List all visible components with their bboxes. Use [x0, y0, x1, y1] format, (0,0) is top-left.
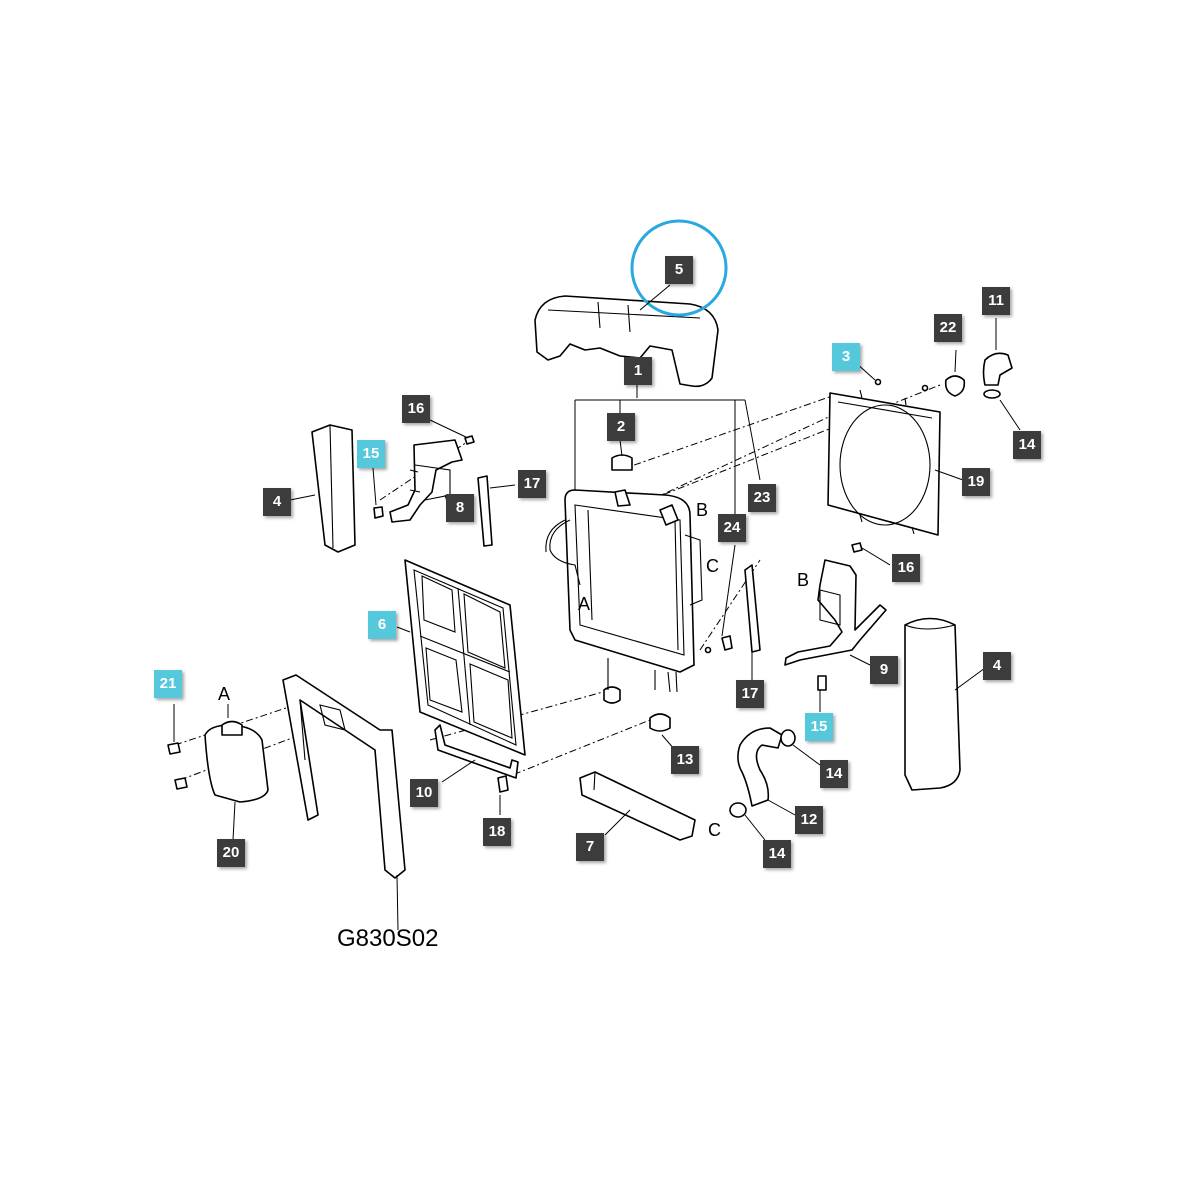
foam-strip	[579, 771, 696, 841]
mesh-screen	[404, 559, 526, 756]
clamp-14-hose-bottom	[729, 802, 747, 818]
screw-3b	[921, 384, 929, 392]
screw-24	[721, 635, 733, 651]
right-side-deflector	[904, 617, 961, 791]
radiator	[545, 454, 703, 704]
connection-label-a-radiator: A	[578, 594, 591, 614]
callout-7[interactable]: 7	[576, 833, 604, 861]
callout-24[interactable]: 24	[718, 514, 746, 542]
connection-label-b-bracket: B	[797, 570, 810, 590]
callout-16-left[interactable]: 16	[402, 395, 430, 423]
tank-bracket	[282, 674, 406, 879]
connection-label-c-hose: C	[708, 820, 721, 840]
bolt-16-right	[851, 542, 863, 553]
strip-17-left	[477, 475, 493, 547]
drain-cap	[649, 713, 671, 732]
callout-17-right[interactable]: 17	[736, 680, 764, 708]
callout-10[interactable]: 10	[410, 779, 438, 807]
hose-12	[737, 727, 783, 807]
callout-19[interactable]: 19	[962, 468, 990, 496]
callout-18[interactable]: 18	[483, 818, 511, 846]
callout-13[interactable]: 13	[671, 746, 699, 774]
expansion-tank	[204, 720, 269, 803]
callout-3[interactable]: 3	[832, 343, 860, 371]
strip-17-right	[744, 564, 761, 653]
callout-15-right[interactable]: 15	[805, 713, 833, 741]
callout-14-middle[interactable]: 14	[820, 760, 848, 788]
bolt-18	[497, 775, 509, 793]
left-bracket	[389, 439, 463, 523]
highlight-ring	[630, 219, 728, 317]
elbow-11	[982, 352, 1013, 386]
callout-5[interactable]: 5	[665, 256, 693, 284]
drawing-code: G830S02	[337, 925, 439, 952]
connection-label-c-radiator: C	[706, 556, 719, 576]
screw-3	[874, 378, 882, 386]
callout-17-left[interactable]: 17	[518, 470, 546, 498]
callout-21[interactable]: 21	[154, 670, 182, 698]
lower-bar	[434, 724, 519, 779]
callout-14-bottom[interactable]: 14	[763, 840, 791, 868]
hose-clamp-22	[944, 375, 966, 397]
callout-16-right[interactable]: 16	[892, 554, 920, 582]
bolt-21-bottom	[174, 777, 188, 790]
left-side-deflector	[311, 424, 356, 553]
bolt-15-left	[373, 506, 384, 519]
callout-15-left[interactable]: 15	[357, 440, 385, 468]
callout-22[interactable]: 22	[934, 314, 962, 342]
screw-15-right	[817, 675, 827, 691]
callout-2[interactable]: 2	[607, 413, 635, 441]
callout-8[interactable]: 8	[446, 494, 474, 522]
callout-20[interactable]: 20	[217, 839, 245, 867]
callout-23[interactable]: 23	[748, 484, 776, 512]
fan-shroud	[827, 389, 941, 536]
clamp-14-hose-top	[780, 729, 796, 747]
callout-4-left[interactable]: 4	[263, 488, 291, 516]
right-bracket	[784, 559, 887, 666]
clamp-14-top	[983, 389, 1001, 399]
connection-label-a-tank: A	[218, 684, 231, 704]
top-shroud-part	[534, 295, 719, 388]
connection-label-b-radiator: B	[696, 500, 709, 520]
callout-9[interactable]: 9	[870, 656, 898, 684]
screw-23	[704, 646, 712, 654]
callout-14-top[interactable]: 14	[1013, 431, 1041, 459]
callout-11[interactable]: 11	[982, 287, 1010, 315]
bolt-21-top	[167, 742, 181, 755]
callout-1[interactable]: 1	[624, 357, 652, 385]
callout-4-right[interactable]: 4	[983, 652, 1011, 680]
callout-12[interactable]: 12	[795, 806, 823, 834]
callout-6[interactable]: 6	[368, 611, 396, 639]
